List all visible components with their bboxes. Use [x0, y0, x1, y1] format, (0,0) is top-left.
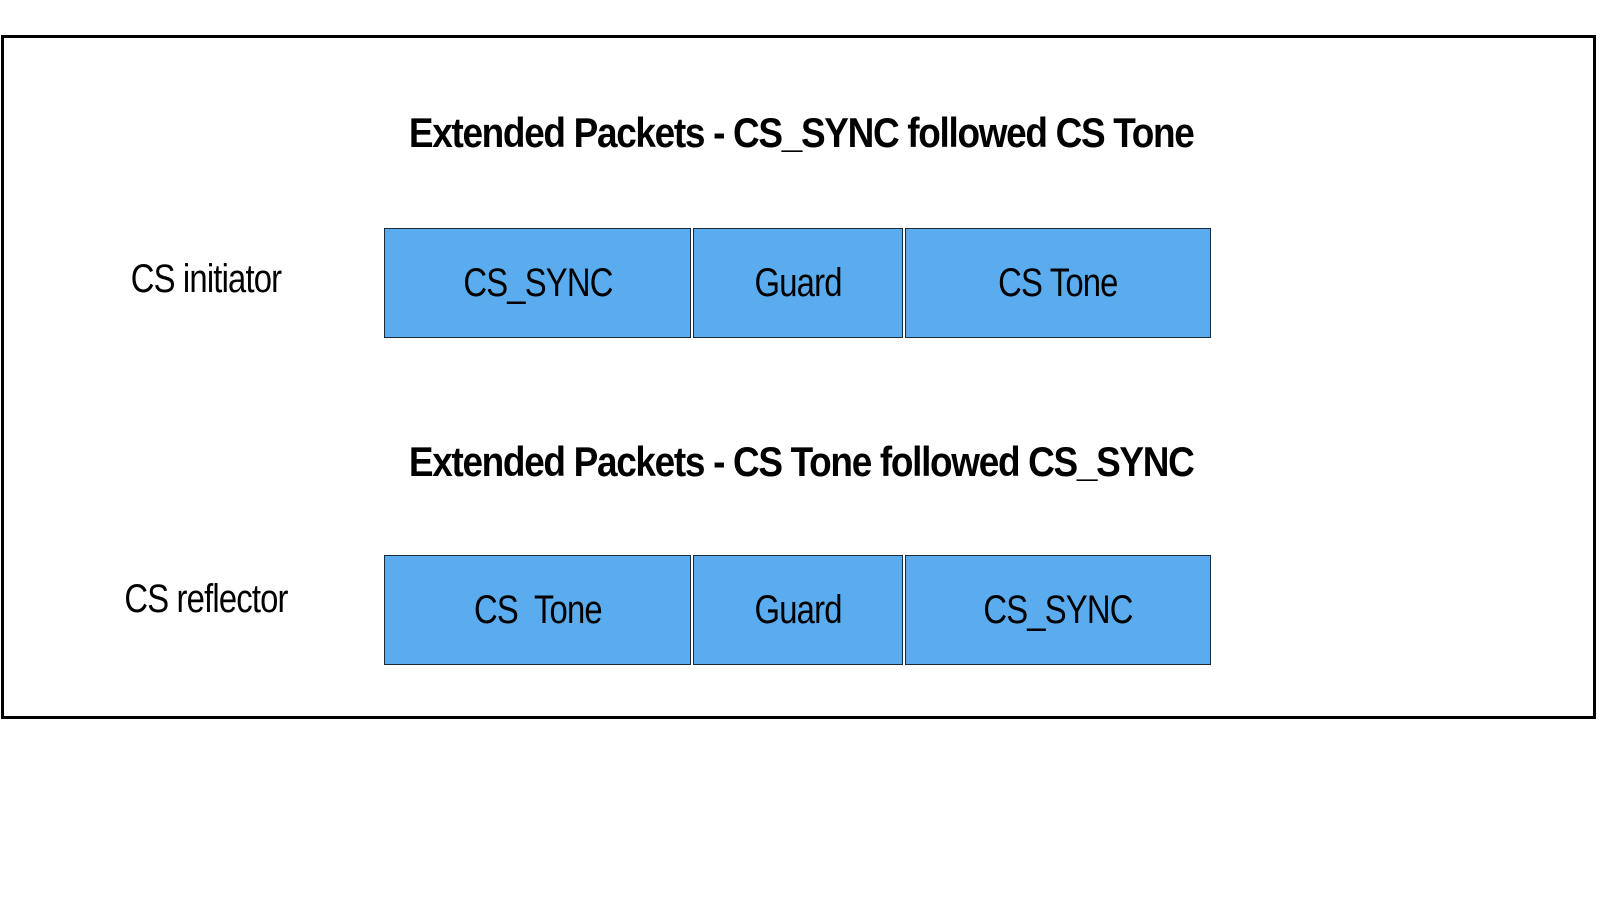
packet-block-label: CS_SYNC: [462, 261, 613, 305]
packet-block-label: CS Tone: [998, 261, 1118, 305]
packet-block-cs-tone: CS Tone: [384, 555, 691, 665]
role-label-initiator: CS initiator: [130, 257, 282, 301]
packet-block-label: CS_SYNC: [983, 588, 1133, 632]
packet-block-cs-sync: CS_SYNC: [905, 555, 1211, 665]
section-heading-sync-first: Extended Packets - CS_SYNC followed CS T…: [408, 109, 1195, 156]
packet-block-cs-sync: CS_SYNC: [384, 228, 691, 338]
role-label-reflector: CS reflector: [124, 577, 288, 621]
packet-block-guard: Guard: [693, 228, 903, 338]
packet-sequence-reflector: CS Tone Guard CS_SYNC: [384, 555, 1211, 665]
packet-block-label: CS Tone: [473, 588, 603, 632]
packet-block-guard: Guard: [693, 555, 903, 665]
packet-block-cs-tone: CS Tone: [905, 228, 1211, 338]
packet-block-label: Guard: [754, 261, 842, 305]
packet-block-label: Guard: [754, 588, 842, 632]
section-heading-tone-first: Extended Packets - CS Tone followed CS_S…: [408, 438, 1195, 485]
packet-sequence-initiator: CS_SYNC Guard CS Tone: [384, 228, 1211, 338]
